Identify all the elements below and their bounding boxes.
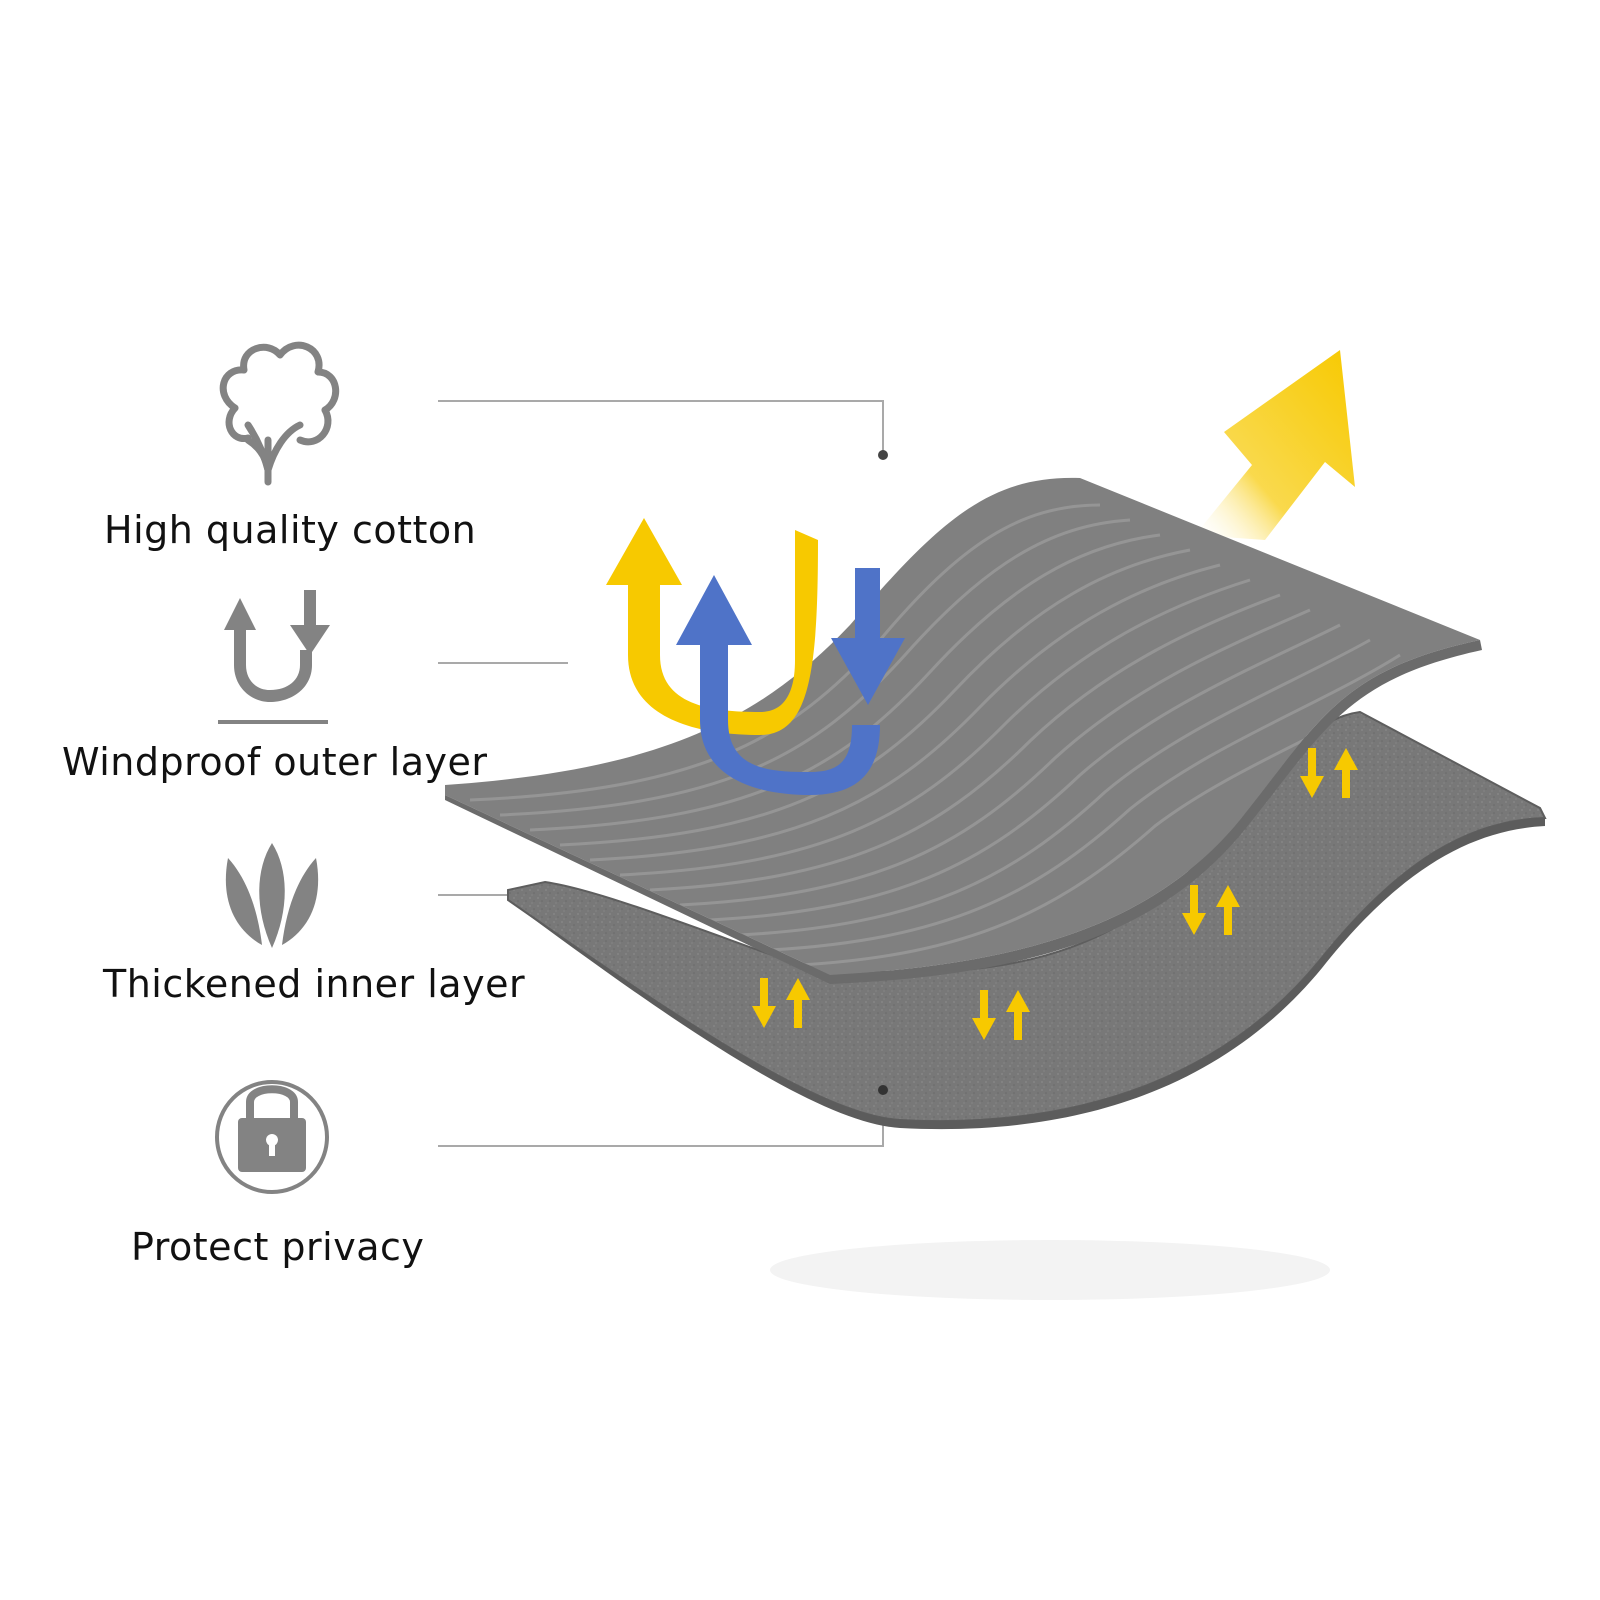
leader-line-cotton <box>438 400 884 455</box>
u-turn-arrows-icon <box>218 590 330 724</box>
feature-label-inner-layer: Thickened inner layer <box>103 962 526 1006</box>
feature-label-cotton: High quality cotton <box>104 508 477 552</box>
feature-label-privacy: Protect privacy <box>131 1225 425 1269</box>
blue-u-arrow <box>676 575 880 795</box>
leader-dot-privacy <box>878 1085 888 1095</box>
big-up-arrow <box>1195 350 1355 540</box>
arrow-pair-3 <box>752 978 810 1028</box>
fabric-shadow <box>770 1240 1330 1300</box>
blue-down-arrow <box>831 568 905 705</box>
arrow-pair-1 <box>1300 748 1358 798</box>
cotton-boll-icon <box>219 341 340 486</box>
arrow-pair-2 <box>1182 885 1240 935</box>
outer-fabric-layer <box>445 477 1482 984</box>
breathing-arrow-pairs <box>752 748 1358 1040</box>
arrow-pair-4 <box>972 990 1030 1040</box>
leaves-icon <box>225 843 319 948</box>
feature-label-windproof: Windproof outer layer <box>62 740 488 784</box>
padlock-icon <box>215 1080 329 1194</box>
wind-deflection-arrows <box>606 518 905 795</box>
leader-dot-cotton <box>878 450 888 460</box>
yellow-u-arrow <box>606 518 818 735</box>
